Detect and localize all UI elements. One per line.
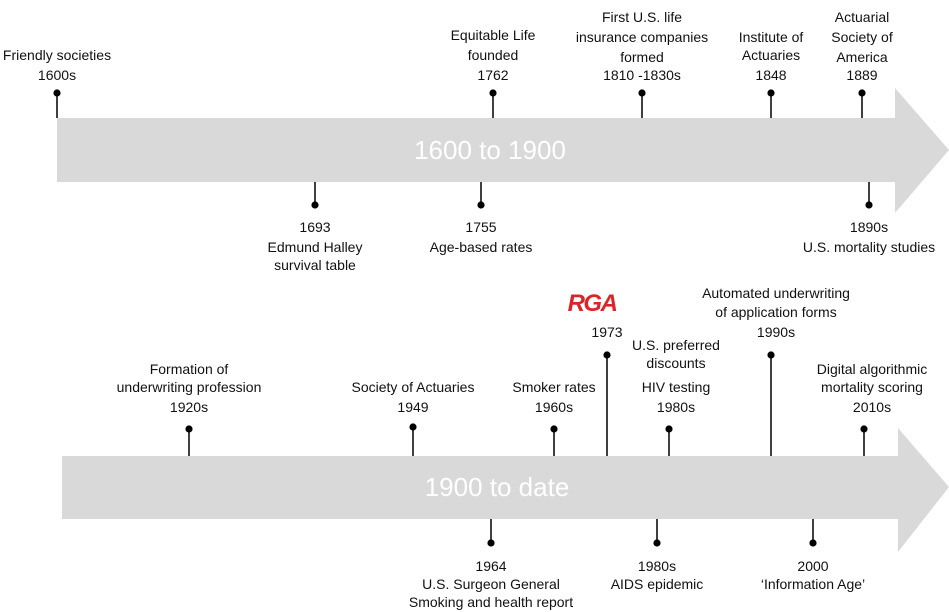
- aids-epidemic-label-line-1: 1980s: [638, 558, 676, 574]
- us-life-insurers-label-line-2: insurance companies: [576, 29, 708, 45]
- society-of-actuaries-label-line-1: Society of Actuaries: [352, 379, 475, 395]
- automated-underwriting-label-line-1: Automated underwriting: [702, 285, 850, 301]
- halley-table-label-line-3: survival table: [274, 257, 356, 273]
- smoker-rates-marker-dot: [550, 425, 558, 433]
- actuarial-society-america-marker-dot: [858, 89, 866, 97]
- preferred-hiv-label-line-4: 1980s: [657, 399, 695, 415]
- digital-scoring-label-line-2: mortality scoring: [821, 379, 923, 395]
- actuarial-society-america-label-line-1: Actuarial: [835, 9, 889, 25]
- aids-epidemic-label-line-2: AIDS epidemic: [611, 576, 704, 592]
- us-life-insurers-label-line-3: formed: [620, 49, 664, 65]
- us-mortality-studies-label-line-1: 1890s: [850, 219, 888, 235]
- halley-table-label-line-1: 1693: [299, 219, 330, 235]
- age-based-rates-label-line-2: Age-based rates: [430, 239, 533, 255]
- information-age-marker-dot: [809, 539, 817, 547]
- aids-epidemic-marker-dot: [653, 539, 661, 547]
- age-based-rates-marker-dot: [477, 201, 485, 209]
- underwriting-profession-label-line-1: Formation of: [150, 361, 229, 377]
- rga-founded-label-line-1: 1973: [591, 324, 622, 340]
- preferred-hiv-label-line-3: HIV testing: [642, 379, 710, 395]
- friendly-societies-label-line-1: Friendly societies: [3, 47, 111, 63]
- stems-layer: [53, 89, 873, 547]
- institute-of-actuaries-label-line-1: Institute of: [739, 29, 804, 45]
- digital-scoring-label-line-3: 2010s: [853, 399, 891, 415]
- smoker-rates-label-line-1: Smoker rates: [512, 379, 595, 395]
- digital-scoring-marker-dot: [860, 425, 868, 433]
- institute-of-actuaries-label-line-2: Actuaries: [742, 47, 800, 63]
- us-mortality-studies-marker-dot: [865, 201, 873, 209]
- automated-underwriting-label-line-3: 1990s: [757, 324, 795, 340]
- text-layer: 1600 to 1900 1900 to date Friendly societi…: [3, 9, 935, 610]
- underwriting-profession-label-line-3: 1920s: [170, 399, 208, 415]
- rga-logo: RGA: [568, 290, 617, 317]
- preferred-hiv-label-line-1: U.S. preferred: [632, 337, 720, 353]
- underwriting-profession-label-line-2: underwriting profession: [117, 379, 262, 395]
- information-age-label-line-1: 2000: [797, 558, 828, 574]
- equitable-life-label-line-2: founded: [468, 47, 519, 63]
- equitable-life-label-line-1: Equitable Life: [451, 27, 536, 43]
- automated-underwriting-marker-dot: [767, 351, 775, 359]
- us-mortality-studies-label-line-2: U.S. mortality studies: [803, 239, 935, 255]
- us-life-insurers-marker-dot: [638, 89, 646, 97]
- band-label-2: 1900 to date: [425, 472, 570, 502]
- timeline-arrow-1: [57, 88, 949, 213]
- halley-table-label-line-2: Edmund Halley: [268, 239, 363, 255]
- actuarial-society-america-label-line-3: America: [836, 49, 888, 65]
- institute-of-actuaries-marker-dot: [767, 89, 775, 97]
- actuarial-society-america-label-line-4: 1889: [846, 67, 877, 83]
- friendly-societies-marker-dot: [53, 89, 61, 97]
- society-of-actuaries-label-line-2: 1949: [397, 399, 428, 415]
- digital-scoring-label-line-1: Digital algorithmic: [817, 361, 927, 377]
- surgeon-general-marker-dot: [487, 539, 495, 547]
- rga-founded-marker-dot: [603, 351, 611, 359]
- equitable-life-marker-dot: [489, 89, 497, 97]
- timeline-arrow-2: [62, 428, 949, 552]
- underwriting-profession-marker-dot: [185, 425, 193, 433]
- band-label-1: 1600 to 1900: [414, 135, 566, 165]
- surgeon-general-label-line-3: Smoking and health report: [409, 594, 573, 610]
- surgeon-general-label-line-2: U.S. Surgeon General: [422, 576, 560, 592]
- surgeon-general-label-line-1: 1964: [475, 558, 506, 574]
- actuarial-society-america-label-line-2: Society of: [831, 29, 893, 45]
- society-of-actuaries-marker-dot: [409, 423, 417, 431]
- automated-underwriting-label-line-2: of application forms: [715, 304, 836, 320]
- institute-of-actuaries-label-line-3: 1848: [755, 67, 786, 83]
- smoker-rates-label-line-2: 1960s: [535, 399, 573, 415]
- preferred-hiv-marker-dot: [665, 425, 673, 433]
- halley-table-marker-dot: [311, 201, 319, 209]
- us-life-insurers-label-line-4: 1810 -1830s: [603, 67, 681, 83]
- age-based-rates-label-line-1: 1755: [465, 219, 496, 235]
- friendly-societies-label-line-2: 1600s: [38, 67, 76, 83]
- us-life-insurers-label-line-1: First U.S. life: [602, 9, 682, 25]
- information-age-label-line-2: ‘Information Age’: [761, 576, 865, 592]
- preferred-hiv-label-line-2: discounts: [646, 355, 705, 371]
- equitable-life-label-line-3: 1762: [477, 67, 508, 83]
- arrows-layer: [57, 88, 949, 552]
